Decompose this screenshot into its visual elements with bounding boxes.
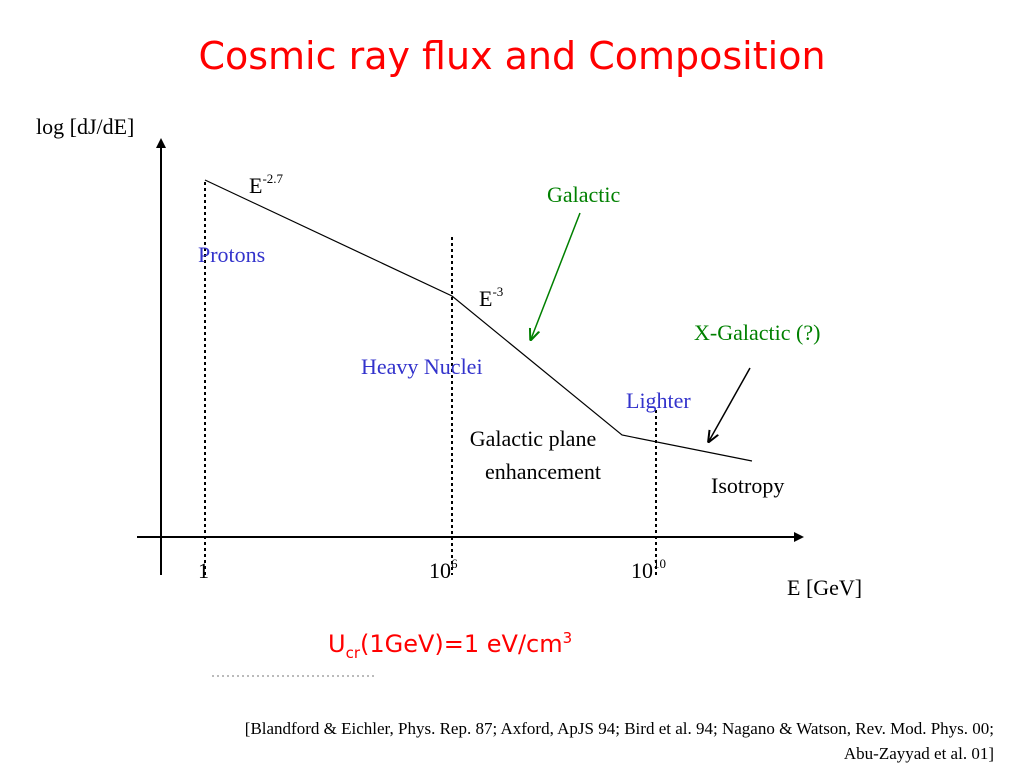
reference-line: [Blandford & Eichler, Phys. Rep. 87; Axf…	[244, 719, 994, 738]
y-axis-label: log [dJ/dE]	[36, 114, 135, 139]
protons-label: Protons	[198, 242, 266, 267]
reference-line: Abu-Zayyad et al. 01]	[843, 744, 994, 763]
tick-label-10e10: 1010	[631, 555, 666, 583]
references: [Blandford & Eichler, Phys. Rep. 87; Axf…	[34, 716, 994, 766]
slope-label-2-7: E-2.7	[249, 170, 284, 198]
lighter-label: Lighter	[626, 388, 691, 413]
galactic-arrow	[531, 212, 581, 339]
x-axis-label: E [GeV]	[787, 575, 863, 600]
isotropy-label: Isotropy	[711, 473, 785, 498]
galactic-plane-label: Galactic plane enhancement	[469, 426, 602, 484]
x-galactic-label: X-Galactic (?)	[694, 320, 821, 345]
energy-density-formula: Ucr(1GeV)=1 eV/cm3	[328, 629, 573, 662]
heavy-nuclei-label: Heavy Nuclei	[361, 354, 483, 379]
tick-label-1: 1	[198, 558, 209, 583]
page-title: Cosmic ray flux and Composition	[198, 34, 826, 78]
tick-label-10e6: 106	[429, 555, 458, 583]
flux-curve	[204, 179, 753, 462]
galactic-label: Galactic	[547, 182, 621, 207]
x-galactic-arrow	[709, 367, 751, 441]
slope-label-3: E-3	[479, 283, 504, 311]
